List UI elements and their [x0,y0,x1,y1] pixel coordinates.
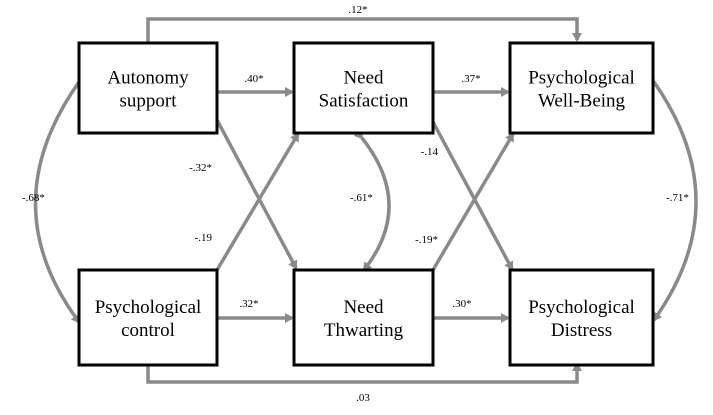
coef-label-aut-ns: .40* [244,73,263,85]
coef-label-nt-wb: -.19* [415,234,438,246]
node-label-line: Psychological [528,68,635,89]
node-box [508,268,655,367]
coef-label-aut-wb-top: .12* [348,4,367,16]
coef-label-ns-wb: .37* [461,73,480,85]
node-label-line: Well-Being [538,91,626,112]
node-label-line: control [121,320,175,341]
node-label-line: Satisfaction [319,91,409,112]
node-label-line: Autonomy [107,68,189,89]
edge-ns-nt-cov [353,129,391,272]
node-box [77,268,219,367]
node-box [508,41,655,135]
edge-ctl-ns [215,132,300,271]
coef-label-ctl-ns: -.19 [195,232,213,244]
edge-ctl-dis-bottom [146,362,582,384]
node-box [292,268,435,367]
coef-label-ctl-dis-bottom: .03 [356,392,370,404]
coef-label-wb-dis-cov: -.71* [666,192,689,204]
coef-label-aut-ctl-cov: -.68* [22,192,45,204]
edge-ns-dis [431,121,514,271]
node-label-line: Distress [551,320,612,341]
coef-label-ns-nt-cov: -.61* [350,192,373,204]
edge-aut-ctl-cov [33,73,88,324]
nodes-layer: AutonomysupportNeedSatisfactionPsycholog… [77,41,655,367]
node-label-line: support [120,91,178,112]
node-box [77,41,219,135]
coefficient-labels: .12* .40* .37* -.32* -.19 -.14 -.19* .32* .30* .0… [22,4,689,404]
coef-label-aut-nt: -.32* [189,162,212,174]
edge-nt-wb [431,132,515,271]
node-label-line: Thwarting [324,320,404,341]
node-label-line: Need [343,68,384,89]
node-label-line: Need [343,297,384,318]
coef-label-ns-dis: -.14 [421,146,439,158]
coef-label-nt-dis: .30* [452,298,471,310]
edge-aut-wb-top [146,17,582,43]
node-box [292,41,435,135]
node-label-line: Psychological [528,297,635,318]
coef-label-ctl-nt: .32* [239,298,258,310]
edges-layer [33,17,698,384]
edge-aut-nt [215,119,298,270]
node-label-line: Psychological [95,297,202,318]
edge-wb-dis-cov [645,73,698,322]
